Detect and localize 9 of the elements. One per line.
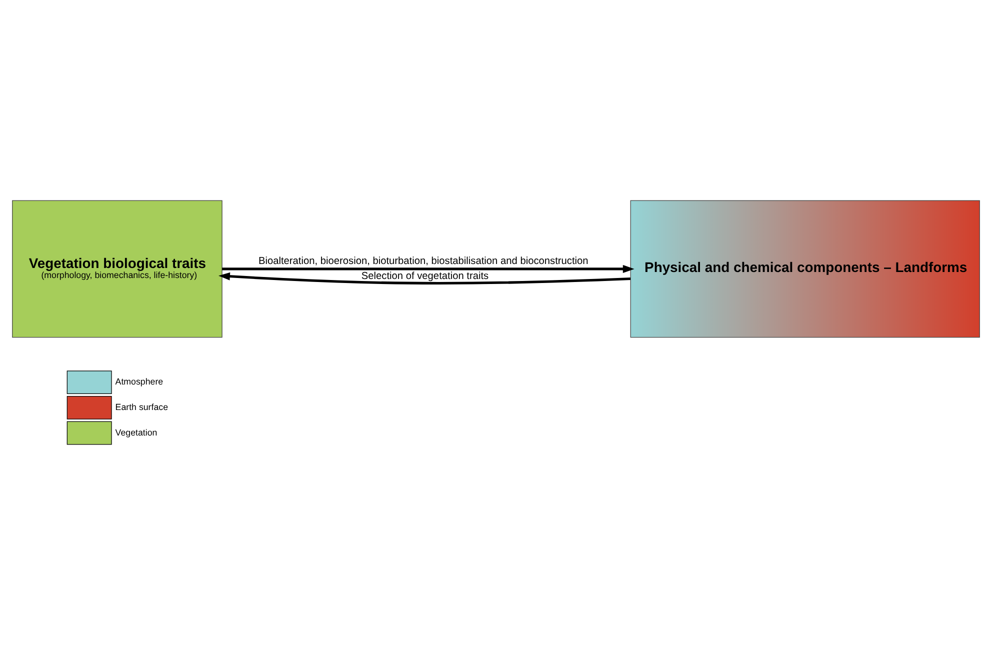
node-box: Physical and chemical components – Landforms [630,200,980,338]
arrow [222,264,634,273]
legend-label: Atmosphere [114,376,163,387]
node-box: Vegetation biological traits (morphology, biomechanics, life-history) [12,200,222,338]
edge-label: Selection of vegetation traits [360,270,488,282]
arrow [218,272,630,284]
legend-label: Earth surface [114,402,168,412]
legend-label: Vegetation [114,427,157,438]
edge-label: Bioalteration, bioerosion, bioturbation, biostabilisation and bioconstruction [258,256,588,267]
